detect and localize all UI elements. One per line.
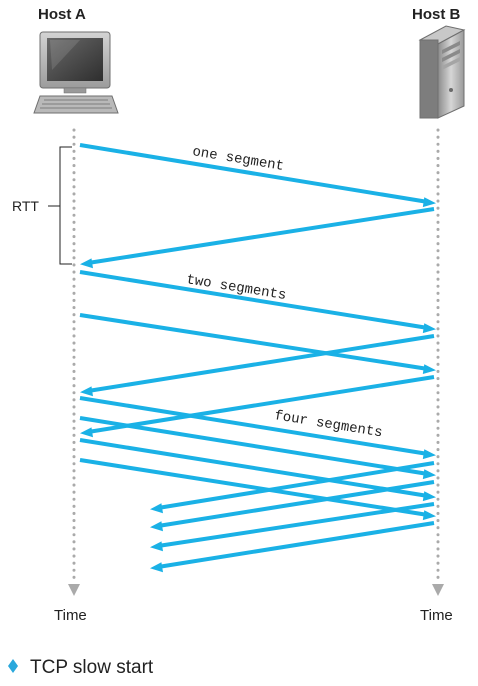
- segment-arrow: [79, 458, 429, 517]
- segment-arrowhead: [422, 323, 436, 334]
- segment-arrow: [79, 143, 429, 204]
- caption: TCP slow start: [30, 657, 154, 678]
- ack-arrowhead: [150, 521, 163, 532]
- ack-arrow: [157, 502, 435, 548]
- host-b-label: Host B: [412, 6, 461, 23]
- two-segments-label: two segments: [185, 272, 287, 304]
- ack-arrow: [87, 334, 435, 393]
- segment-arrow: [79, 416, 429, 476]
- rtt-label: RTT: [12, 198, 39, 214]
- host-a-label: Host A: [38, 6, 86, 23]
- segment-arrowhead: [422, 491, 436, 502]
- segment-arrowhead: [422, 364, 436, 374]
- caption-bullet-icon: [8, 659, 18, 673]
- ack-arrowhead: [80, 258, 93, 269]
- segment-arrowhead: [422, 510, 436, 521]
- ack-arrow: [157, 521, 435, 569]
- segment-arrowhead: [422, 449, 436, 460]
- ack-arrowhead: [80, 427, 93, 438]
- desktop-computer-icon: [33, 31, 119, 114]
- segment-arrowhead: [422, 469, 436, 480]
- segment-arrow: [79, 313, 429, 371]
- host-a-timeline-arrowhead: [68, 584, 80, 596]
- ack-arrowhead: [150, 503, 163, 514]
- segment-arrow: [79, 270, 429, 330]
- ack-arrow: [157, 480, 435, 528]
- ack-arrowhead: [150, 541, 163, 552]
- host-b-time-label: Time: [420, 607, 453, 624]
- segment-arrow: [79, 396, 429, 456]
- segment-arrowhead: [422, 197, 436, 208]
- host-b-timeline-arrowhead: [432, 584, 444, 596]
- ack-arrowhead: [80, 386, 93, 397]
- rtt-bracket: [59, 146, 72, 265]
- ack-arrow: [87, 375, 435, 434]
- host-a-time-label: Time: [54, 607, 87, 624]
- segment-arrow: [79, 438, 429, 498]
- ack-arrowhead: [150, 562, 163, 573]
- server-tower-icon: [418, 25, 466, 119]
- ack-arrow: [157, 461, 435, 510]
- message-arrows: [79, 143, 436, 573]
- ack-arrow: [87, 207, 435, 265]
